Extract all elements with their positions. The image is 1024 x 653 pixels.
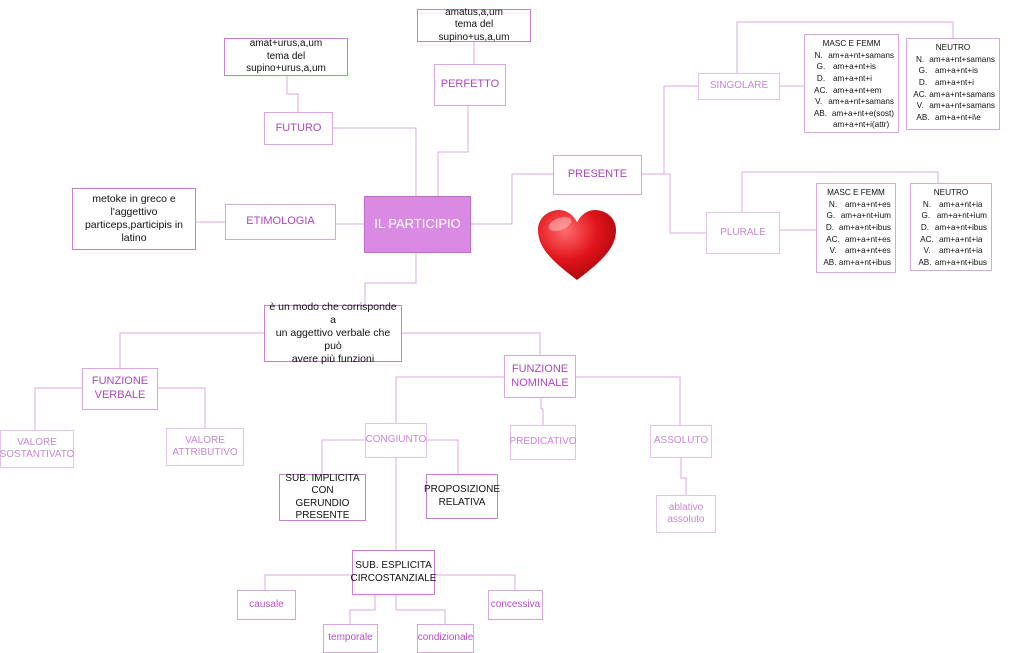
case-label: AC. — [826, 234, 840, 244]
case-form: am+a+nt+em — [833, 85, 882, 95]
central-topic[interactable]: IL PARTICIPIO — [364, 196, 471, 253]
causale-node[interactable]: causale — [237, 590, 296, 620]
concessiva-node[interactable]: concessiva — [488, 590, 543, 620]
ablativo-assoluto-node[interactable]: ablativo assoluto — [656, 495, 716, 533]
case-label: V. — [815, 97, 823, 107]
perfetto-node[interactable]: PERFETTO — [434, 64, 506, 106]
case-form: am+a+nt+i — [833, 73, 872, 83]
temporale-node[interactable]: temporale — [323, 624, 378, 653]
case-form: am+a+nt+i — [935, 77, 974, 87]
case-label: V. — [923, 246, 931, 256]
etimologia-node[interactable]: ETIMOLOGIA — [225, 204, 336, 240]
table-title: NEUTRO — [935, 43, 971, 52]
funzione-verbale-node[interactable]: FUNZIONE VERBALE — [82, 368, 158, 410]
case-label: AB. — [813, 108, 828, 118]
case-form: am+a+nt+ia — [939, 246, 983, 256]
table-title: MASC E FEMM — [822, 39, 881, 48]
singolare-neutro-table: NEUTRO N.am+a+nt+samans G.am+a+nt+is D.a… — [906, 38, 1000, 130]
case-label: N. — [916, 54, 925, 64]
case-label: AB. — [918, 257, 932, 267]
plurale-masc-table: MASC E FEMM N. am+a+nt+es G. am+a+nt+ium D… — [816, 183, 896, 273]
case-form: am+a+nt+es — [845, 234, 891, 244]
case-label: AB. — [916, 112, 930, 122]
case-form: am+a+nt+ibus — [934, 222, 987, 232]
plurale-node[interactable]: PLURALE — [706, 212, 780, 254]
futuro-node[interactable]: FUTURO — [264, 112, 333, 145]
case-label: G. — [921, 211, 931, 221]
presente-node[interactable]: PRESENTE — [553, 155, 642, 195]
case-form: am+a+nt+samans — [828, 97, 894, 107]
case-label: D. — [825, 222, 835, 232]
case-label: AC. — [814, 85, 828, 95]
definition-node[interactable]: è un modo che corrisponde a un aggettivo… — [264, 301, 402, 365]
case-form: am+a+nt+is — [935, 66, 979, 76]
case-label: N. — [814, 50, 823, 60]
case-form: am+a+nt+ia — [939, 234, 983, 244]
case-label: D. — [920, 222, 930, 232]
futuro-form[interactable]: amat+urus,a,um tema del supino+urus,a,um — [224, 38, 348, 76]
congiunto-node[interactable]: CONGIUNTO — [365, 423, 427, 458]
case-label: V. — [916, 101, 924, 111]
plurale-neutro-table: NEUTRO N. am+a+nt+ia G. am+a+nt+ium D. am+a… — [910, 183, 992, 271]
case-form: am+a+nt+ibus — [838, 257, 891, 267]
case-form: am+a+nt+ibus — [934, 257, 987, 267]
case-label: G. — [816, 62, 826, 72]
case-form: am+a+nt+samans — [828, 50, 894, 60]
case-label: AB. — [823, 257, 837, 267]
case-form: am+a+nt+ibus — [838, 222, 891, 232]
table-title: NEUTRO — [933, 188, 969, 197]
sub-implicita-node[interactable]: SUB. IMPLICITA CON GERUNDIO PRESENTE — [279, 473, 366, 521]
case-form: am+a+nt+samans — [929, 101, 995, 111]
perfetto-form[interactable]: amatus,a,um tema del supino+us,a,um — [417, 7, 531, 43]
condizionale-node[interactable]: condizionale — [417, 624, 474, 653]
case-label — [809, 119, 833, 131]
case-label: N. — [828, 199, 838, 209]
case-label: G. — [826, 211, 836, 221]
case-form: am+a+nt+samans — [929, 54, 995, 64]
case-form: am+a+nt+is — [833, 62, 877, 72]
case-label: AC. — [913, 89, 927, 99]
case-label: V. — [829, 246, 837, 256]
etimologia-text[interactable]: metoke in greco e l'aggettivo particeps,… — [72, 188, 196, 250]
case-form: am+a+nt+ia — [939, 199, 983, 209]
case-form: am+a+nt+e(sost) — [831, 108, 894, 118]
case-form: am+a+nt+ium — [936, 211, 987, 221]
case-form: am+a+nt+ium — [840, 211, 891, 221]
valore-sostantivato-node[interactable]: VALORE SOSTANTIVATO — [0, 430, 74, 468]
singolare-masc-table: MASC E FEMM N. am+a+nt+samans G. am+a+nt+i… — [804, 34, 899, 133]
case-form: am+a+nt+es — [845, 199, 891, 209]
table-title: MASC E FEMM — [827, 188, 885, 197]
singolare-node[interactable]: SINGOLARE — [698, 73, 780, 100]
valore-attributivo-node[interactable]: VALORE ATTRIBUTIVO — [166, 428, 244, 466]
heart-icon — [538, 210, 616, 280]
case-form: am+a+nt+samans — [929, 89, 995, 99]
case-label: AC. — [920, 234, 934, 244]
case-label: G. — [918, 66, 928, 76]
case-label: D. — [816, 73, 826, 83]
case-form: am+a+nt+es — [845, 246, 891, 256]
sub-esplicita-node[interactable]: SUB. ESPLICITA CIRCOSTANZIALE — [351, 550, 436, 595]
assoluto-node[interactable]: ASSOLUTO — [650, 425, 712, 458]
case-label: D. — [918, 77, 928, 87]
predicativo-node[interactable]: PREDICATIVO — [509, 425, 577, 460]
case-form: am+a+nt+i\e — [935, 112, 981, 122]
case-label: N. — [922, 199, 932, 209]
proposizione-relativa-node[interactable]: PROPOSIZIONE RELATIVA — [424, 474, 500, 519]
case-form: am+a+nt+i(attr) — [833, 120, 890, 130]
funzione-nominale-node[interactable]: FUNZIONE NOMINALE — [504, 355, 576, 398]
